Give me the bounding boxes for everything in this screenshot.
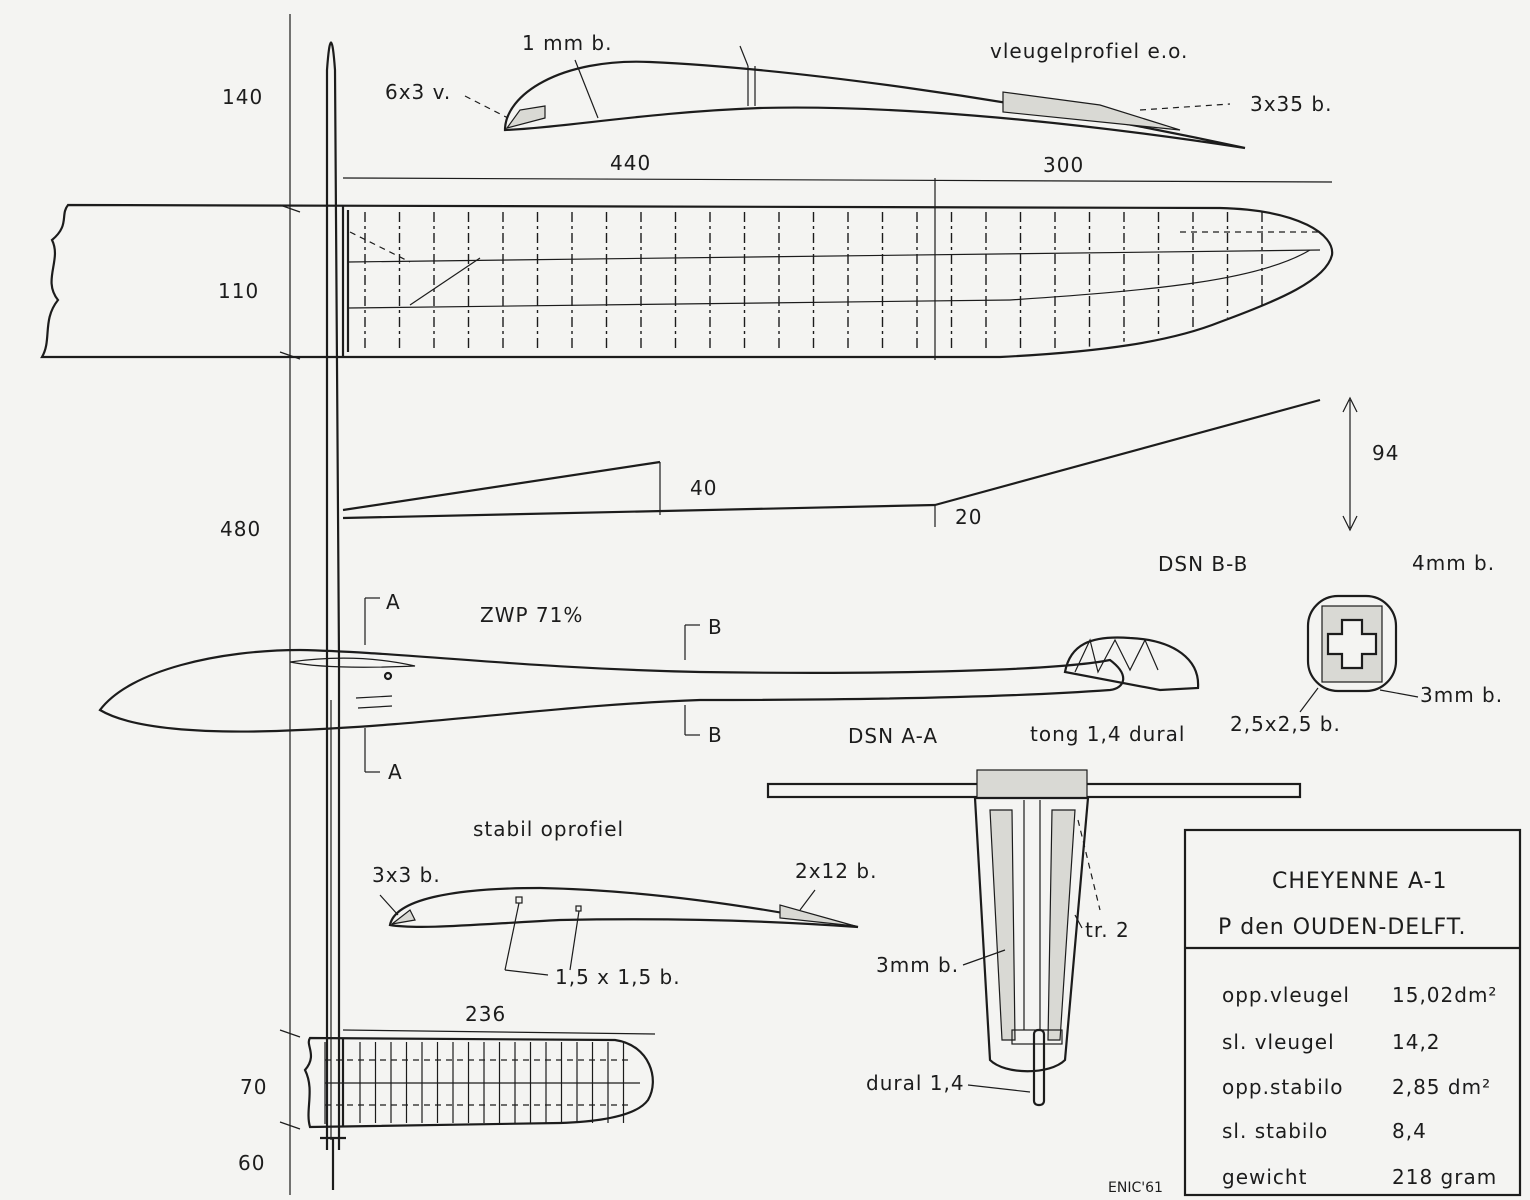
spec-value-3: 8,4 [1392, 1119, 1427, 1143]
stab-spar-label: 1,5 x 1,5 b. [555, 965, 681, 989]
wing-profile: vleugelprofiel e.o. 6x3 v. 1 mm b. 3x35 … [385, 31, 1332, 150]
stab-ribs [359, 1042, 625, 1123]
section-aa-tongue: tong 1,4 dural [1030, 722, 1185, 746]
signature: ENIC'61 [1108, 1180, 1163, 1196]
designer-name: P den OUDEN-DELFT. [1218, 915, 1467, 940]
dim-70: 70 [240, 1075, 267, 1099]
wing-ribs [364, 212, 1263, 352]
section-bb-side: 3mm b. [1420, 683, 1503, 707]
spec-value-2: 2,85 dm² [1392, 1075, 1491, 1099]
dim-40: 40 [690, 476, 717, 500]
section-bb-top: 4mm b. [1412, 551, 1495, 575]
spec-label-2: opp.stabilo [1222, 1075, 1344, 1099]
dim-110: 110 [218, 279, 259, 303]
section-aa: DSN A-A tong 1,4 dural tr. 2 3mm b. dura… [766, 722, 1302, 1107]
fuselage-side-view: A A B B ZWP 71% [98, 590, 1200, 784]
wing-le-label: 6x3 v. [385, 80, 451, 104]
wing-te-label: 3x35 b. [1250, 92, 1332, 116]
section-bb-corner: 2,5x2,5 b. [1230, 712, 1341, 736]
wing-planform: 440 300 [40, 151, 1334, 360]
spec-label-0: opp.vleugel [1222, 983, 1350, 1007]
section-bb: DSN B-B 4mm b. 3mm b. 2,5x2,5 b. [1158, 551, 1503, 736]
section-aa-title: DSN A-A [848, 724, 938, 748]
dim-140: 140 [222, 85, 263, 109]
title-block: CHEYENNE A-1 P den OUDEN-DELFT. opp.vleu… [1183, 828, 1522, 1197]
spec-label-1: sl. vleugel [1222, 1030, 1335, 1054]
section-a-top: A [386, 590, 401, 614]
stab-le-label: 3x3 b. [372, 863, 441, 887]
stab-profile: stabil oprofiel 3x3 b. 2x12 b. 1,5 x 1,5… [372, 817, 877, 989]
spec-value-1: 14,2 [1392, 1030, 1441, 1054]
section-aa-side: 3mm b. [876, 953, 959, 977]
dim-480: 480 [220, 517, 261, 541]
section-aa-dural: dural 1,4 [866, 1071, 965, 1095]
dim-300: 300 [1043, 153, 1084, 177]
section-a-bottom: A [388, 760, 403, 784]
dim-94: 94 [1372, 441, 1399, 465]
spec-label-4: gewicht [1222, 1165, 1307, 1189]
section-b-top: B [708, 615, 723, 639]
section-bb-title: DSN B-B [1158, 552, 1248, 576]
dim-236: 236 [465, 1002, 506, 1026]
section-aa-tr: tr. 2 [1085, 918, 1130, 942]
stab-te-label: 2x12 b. [795, 859, 877, 883]
spec-value-4: 218 gram [1392, 1165, 1497, 1189]
spec-value-0: 15,02dm² [1392, 983, 1497, 1007]
wing-spar-label: 1 mm b. [522, 31, 612, 55]
dim-440: 440 [610, 151, 651, 175]
spec-label-3: sl. stabilo [1222, 1119, 1328, 1143]
wing-profile-title: vleugelprofiel e.o. [990, 39, 1188, 63]
zwp-label: ZWP 71% [480, 603, 583, 627]
dim-20: 20 [955, 505, 982, 529]
section-b-bottom: B [708, 723, 723, 747]
dihedral-view: 40 20 94 [342, 396, 1399, 532]
model-name: CHEYENNE A-1 [1272, 869, 1447, 894]
stab-planform: 236 [303, 1002, 656, 1129]
fuselage-top-view [320, 41, 346, 1190]
dim-60: 60 [238, 1151, 265, 1175]
left-dimension-line: 140 110 480 70 60 [218, 14, 301, 1195]
stab-profile-title: stabil oprofiel [473, 817, 624, 841]
